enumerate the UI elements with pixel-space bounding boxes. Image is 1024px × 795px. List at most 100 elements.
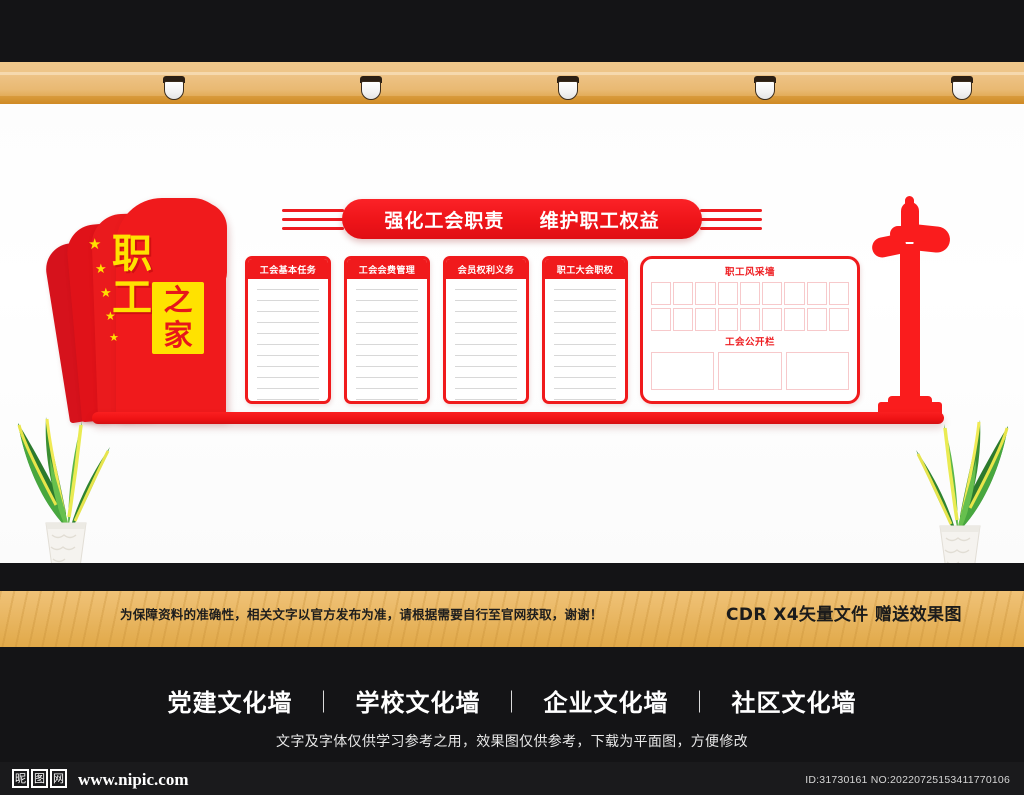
star-2-icon: ★ (95, 261, 107, 276)
poster-title: 职 工 (112, 232, 198, 320)
category-link-3[interactable]: 企业文化墙 (543, 689, 669, 717)
ceiling-lamp-2 (360, 76, 382, 100)
banner-text-right: 维护职工权益 (539, 209, 660, 232)
text-placeholder-line (455, 355, 517, 356)
wood-floor (0, 591, 1024, 647)
photo-slot[interactable] (673, 308, 694, 331)
nipic-logo-icon[interactable]: 昵图网 (12, 769, 67, 788)
text-placeholder-line (554, 344, 616, 345)
ceiling-shadow-line (0, 96, 1024, 104)
photo-slot[interactable] (828, 282, 849, 305)
column-body-4 (545, 279, 625, 401)
bulletin-title: 工会公开栏 (724, 337, 775, 348)
text-placeholder-line (356, 333, 418, 334)
text-placeholder-line (356, 344, 418, 345)
text-placeholder-line (554, 322, 616, 323)
lamp-bulb (558, 81, 578, 100)
banner-pill: 强化工会职责 维护职工权益 (342, 199, 702, 239)
content-column-2[interactable]: 工会会费管理 (344, 256, 430, 404)
ceiling-highlight-line (0, 72, 1024, 75)
text-placeholder-line (554, 366, 616, 367)
star-1-icon: ★ (88, 236, 102, 253)
photo-slot[interactable] (651, 308, 672, 331)
floor-note-text: 为保障资料的准确性，相关文字以官方发布为准，请根据需要自行至官网获取，谢谢！ (120, 607, 603, 622)
headline-banner: 强化工会职责 维护职工权益 (282, 199, 762, 239)
photo-slot[interactable] (695, 308, 716, 331)
huabiao-cap (901, 202, 919, 232)
photo-slot[interactable] (739, 308, 761, 331)
baseboard-black-bar (0, 563, 1024, 591)
content-column-group: 工会基本任务工会会费管理会员权利义务职工大会职权 (245, 256, 630, 404)
category-link-1[interactable]: 党建文化墙 (167, 689, 293, 717)
photo-slot[interactable] (828, 308, 849, 331)
text-placeholder-line (356, 388, 418, 389)
huabiao-base-upper (888, 396, 932, 404)
bulletin-slot[interactable] (651, 352, 715, 390)
category-separator: ｜ (312, 690, 336, 716)
text-placeholder-line (356, 322, 418, 323)
title-boxed-text: 之家 (152, 282, 204, 354)
photo-slot[interactable] (806, 308, 827, 331)
five-stars-group: ★★★★★ (86, 236, 126, 350)
column-header-2: 工会会费管理 (347, 259, 427, 279)
lamp-cap (557, 76, 579, 83)
lamp-cap (360, 76, 382, 83)
photo-slot[interactable] (784, 282, 805, 305)
speed-line-left-2 (282, 218, 344, 221)
photo-grid-row-2 (651, 308, 849, 331)
text-placeholder-line (257, 344, 319, 345)
category-link-4[interactable]: 社区文化墙 (731, 689, 857, 717)
photo-wall-title: 职工风采墙 (724, 267, 775, 278)
photo-slot[interactable] (739, 282, 761, 305)
speed-line-left-1 (282, 209, 344, 212)
photo-slot[interactable] (784, 308, 805, 331)
column-body-3 (446, 279, 526, 401)
text-placeholder-line (356, 355, 418, 356)
bulletin-box-group (651, 352, 849, 390)
text-placeholder-line (257, 311, 319, 312)
photo-slot[interactable] (673, 282, 694, 305)
photo-slot[interactable] (717, 282, 738, 305)
photo-slot[interactable] (762, 308, 783, 331)
text-placeholder-line (554, 333, 616, 334)
bulletin-slot[interactable] (718, 352, 782, 390)
photo-slot[interactable] (762, 282, 783, 305)
column-header-4: 职工大会职权 (545, 259, 625, 279)
text-placeholder-line (554, 355, 616, 356)
photo-slot[interactable] (651, 282, 672, 305)
site-url[interactable]: www.nipic.com (78, 770, 189, 789)
category-link-2[interactable]: 学校文化墙 (355, 689, 481, 717)
text-placeholder-line (257, 399, 319, 400)
photo-slot[interactable] (695, 282, 716, 305)
text-placeholder-line (455, 289, 517, 290)
text-placeholder-line (554, 399, 616, 400)
lamp-bulb (361, 81, 381, 100)
text-placeholder-line (257, 355, 319, 356)
speed-line-right-1 (700, 209, 762, 212)
huabiao-shaft (900, 244, 920, 404)
floor-promo-text: CDR X4矢量文件 赠送效果图 (726, 605, 962, 625)
lamp-bulb (952, 81, 972, 100)
text-placeholder-line (257, 300, 319, 301)
speed-line-right-3 (700, 227, 762, 230)
star-3-icon: ★ (100, 285, 112, 300)
banner-text: 强化工会职责 维护职工权益 (384, 206, 659, 233)
snake-plant-left (6, 395, 126, 571)
text-placeholder-line (257, 322, 319, 323)
text-placeholder-line (257, 388, 319, 389)
ceiling-lamp-3 (557, 76, 579, 100)
text-placeholder-line (554, 377, 616, 378)
lamp-cap (163, 76, 185, 83)
text-placeholder-line (257, 333, 319, 334)
banner-text-left: 强化工会职责 (384, 209, 505, 232)
photo-slot[interactable] (806, 282, 827, 305)
bulletin-slot[interactable] (785, 352, 849, 390)
ceiling-lamp-5 (951, 76, 973, 100)
content-column-1[interactable]: 工会基本任务 (245, 256, 331, 404)
text-placeholder-line (554, 289, 616, 290)
content-column-3[interactable]: 会员权利义务 (443, 256, 529, 404)
content-column-4[interactable]: 职工大会职权 (542, 256, 628, 404)
photo-slot[interactable] (717, 308, 738, 331)
column-body-1 (248, 279, 328, 401)
